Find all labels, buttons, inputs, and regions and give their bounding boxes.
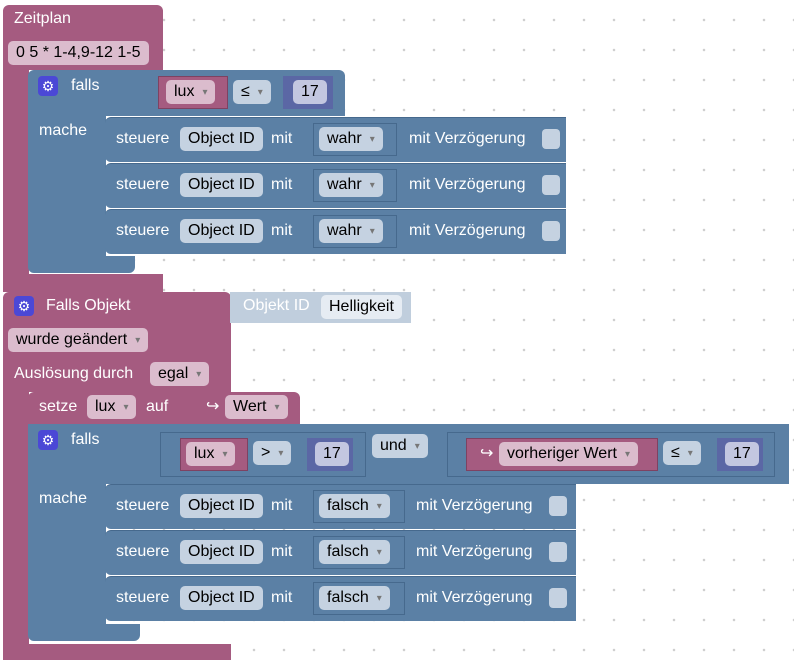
number-field[interactable]: 17 — [293, 80, 327, 104]
delay-checkbox[interactable] — [542, 129, 560, 149]
arrow-icon: ↪ — [480, 445, 494, 462]
with-label: mit — [271, 589, 293, 606]
with-label: mit — [271, 130, 293, 147]
set-label: setze — [39, 398, 78, 415]
changed-dropdown[interactable]: wurde geändert — [8, 328, 149, 352]
with-label: mit — [271, 222, 293, 239]
delay-checkbox[interactable] — [549, 588, 567, 608]
value-dropdown[interactable]: falsch — [319, 540, 390, 564]
delay-label: mit Verzögerung — [416, 589, 533, 606]
variable-dropdown[interactable]: lux — [186, 442, 236, 466]
if-block-1-bottom — [28, 256, 135, 273]
control-label: steuere — [116, 176, 170, 193]
gear-icon[interactable]: ⚙ — [38, 76, 58, 96]
object-id-field[interactable]: Object ID — [180, 173, 263, 197]
object-id-field[interactable]: Object ID — [180, 494, 263, 518]
delay-label: mit Verzögerung — [409, 176, 526, 193]
gear-icon[interactable]: ⚙ — [14, 296, 34, 316]
cron-field[interactable]: 0 5 * 1-4,9-12 1-5 — [8, 41, 149, 65]
trigger-title: Falls Objekt — [46, 297, 131, 314]
control-label: steuere — [116, 497, 170, 514]
if-label: falls — [71, 77, 100, 94]
value-dropdown[interactable]: wahr — [319, 173, 383, 197]
control-label: steuere — [116, 130, 170, 147]
trigger-by-label: Auslösung durch — [14, 365, 134, 382]
number-field[interactable]: 17 — [725, 442, 759, 466]
if-block-2-bottom — [28, 624, 140, 641]
number-field[interactable]: 17 — [315, 442, 349, 466]
trigger-block-spine — [3, 390, 29, 648]
control-label: steuere — [116, 543, 170, 560]
delay-label: mit Verzögerung — [409, 222, 526, 239]
with-label: mit — [271, 543, 293, 560]
previous-value-dropdown[interactable]: vorheriger Wert — [499, 442, 638, 466]
control-label: steuere — [116, 589, 170, 606]
delay-label: mit Verzögerung — [416, 497, 533, 514]
operator-dropdown[interactable]: > — [253, 441, 292, 465]
do-label: mache — [39, 122, 88, 139]
control-label: steuere — [116, 222, 170, 239]
with-label: mit — [271, 497, 293, 514]
if-label: falls — [71, 431, 100, 448]
operator-dropdown[interactable]: ≤ — [233, 80, 271, 104]
value-dropdown[interactable]: Wert — [225, 395, 288, 419]
delay-checkbox[interactable] — [549, 542, 567, 562]
object-id-field[interactable]: Object ID — [180, 540, 263, 564]
do-label: mache — [39, 490, 88, 507]
schedule-block-spine — [3, 68, 29, 278]
variable-dropdown[interactable]: lux — [166, 80, 216, 104]
schedule-title: Zeitplan — [14, 10, 71, 27]
value-dropdown[interactable]: wahr — [319, 219, 383, 243]
if-block-1-spine — [28, 114, 106, 259]
delay-label: mit Verzögerung — [409, 130, 526, 147]
value-dropdown[interactable]: wahr — [319, 127, 383, 151]
trigger-block-bottom — [3, 644, 231, 660]
with-label: mit — [271, 176, 293, 193]
value-dropdown[interactable]: falsch — [319, 586, 390, 610]
to-label: auf — [146, 398, 169, 415]
if-block-2-spine — [28, 482, 106, 627]
delay-checkbox[interactable] — [542, 175, 560, 195]
delay-label: mit Verzögerung — [416, 543, 533, 560]
object-id-field[interactable]: Object ID — [180, 586, 263, 610]
operator-dropdown[interactable]: ≤ — [663, 441, 701, 465]
delay-checkbox[interactable] — [542, 221, 560, 241]
value-dropdown[interactable]: falsch — [319, 494, 390, 518]
object-id-field[interactable]: Helligkeit — [321, 295, 402, 319]
arrow-icon: ↪ — [206, 398, 220, 415]
trigger-by-dropdown[interactable]: egal — [150, 362, 210, 386]
gear-icon[interactable]: ⚙ — [38, 430, 58, 450]
set-variable-dropdown[interactable]: lux — [87, 395, 137, 419]
and-dropdown[interactable]: und — [372, 434, 428, 458]
schedule-block-bottom — [3, 274, 163, 292]
object-id-label: Objekt ID — [243, 297, 310, 314]
object-id-field[interactable]: Object ID — [180, 219, 263, 243]
object-id-field[interactable]: Object ID — [180, 127, 263, 151]
delay-checkbox[interactable] — [549, 496, 567, 516]
